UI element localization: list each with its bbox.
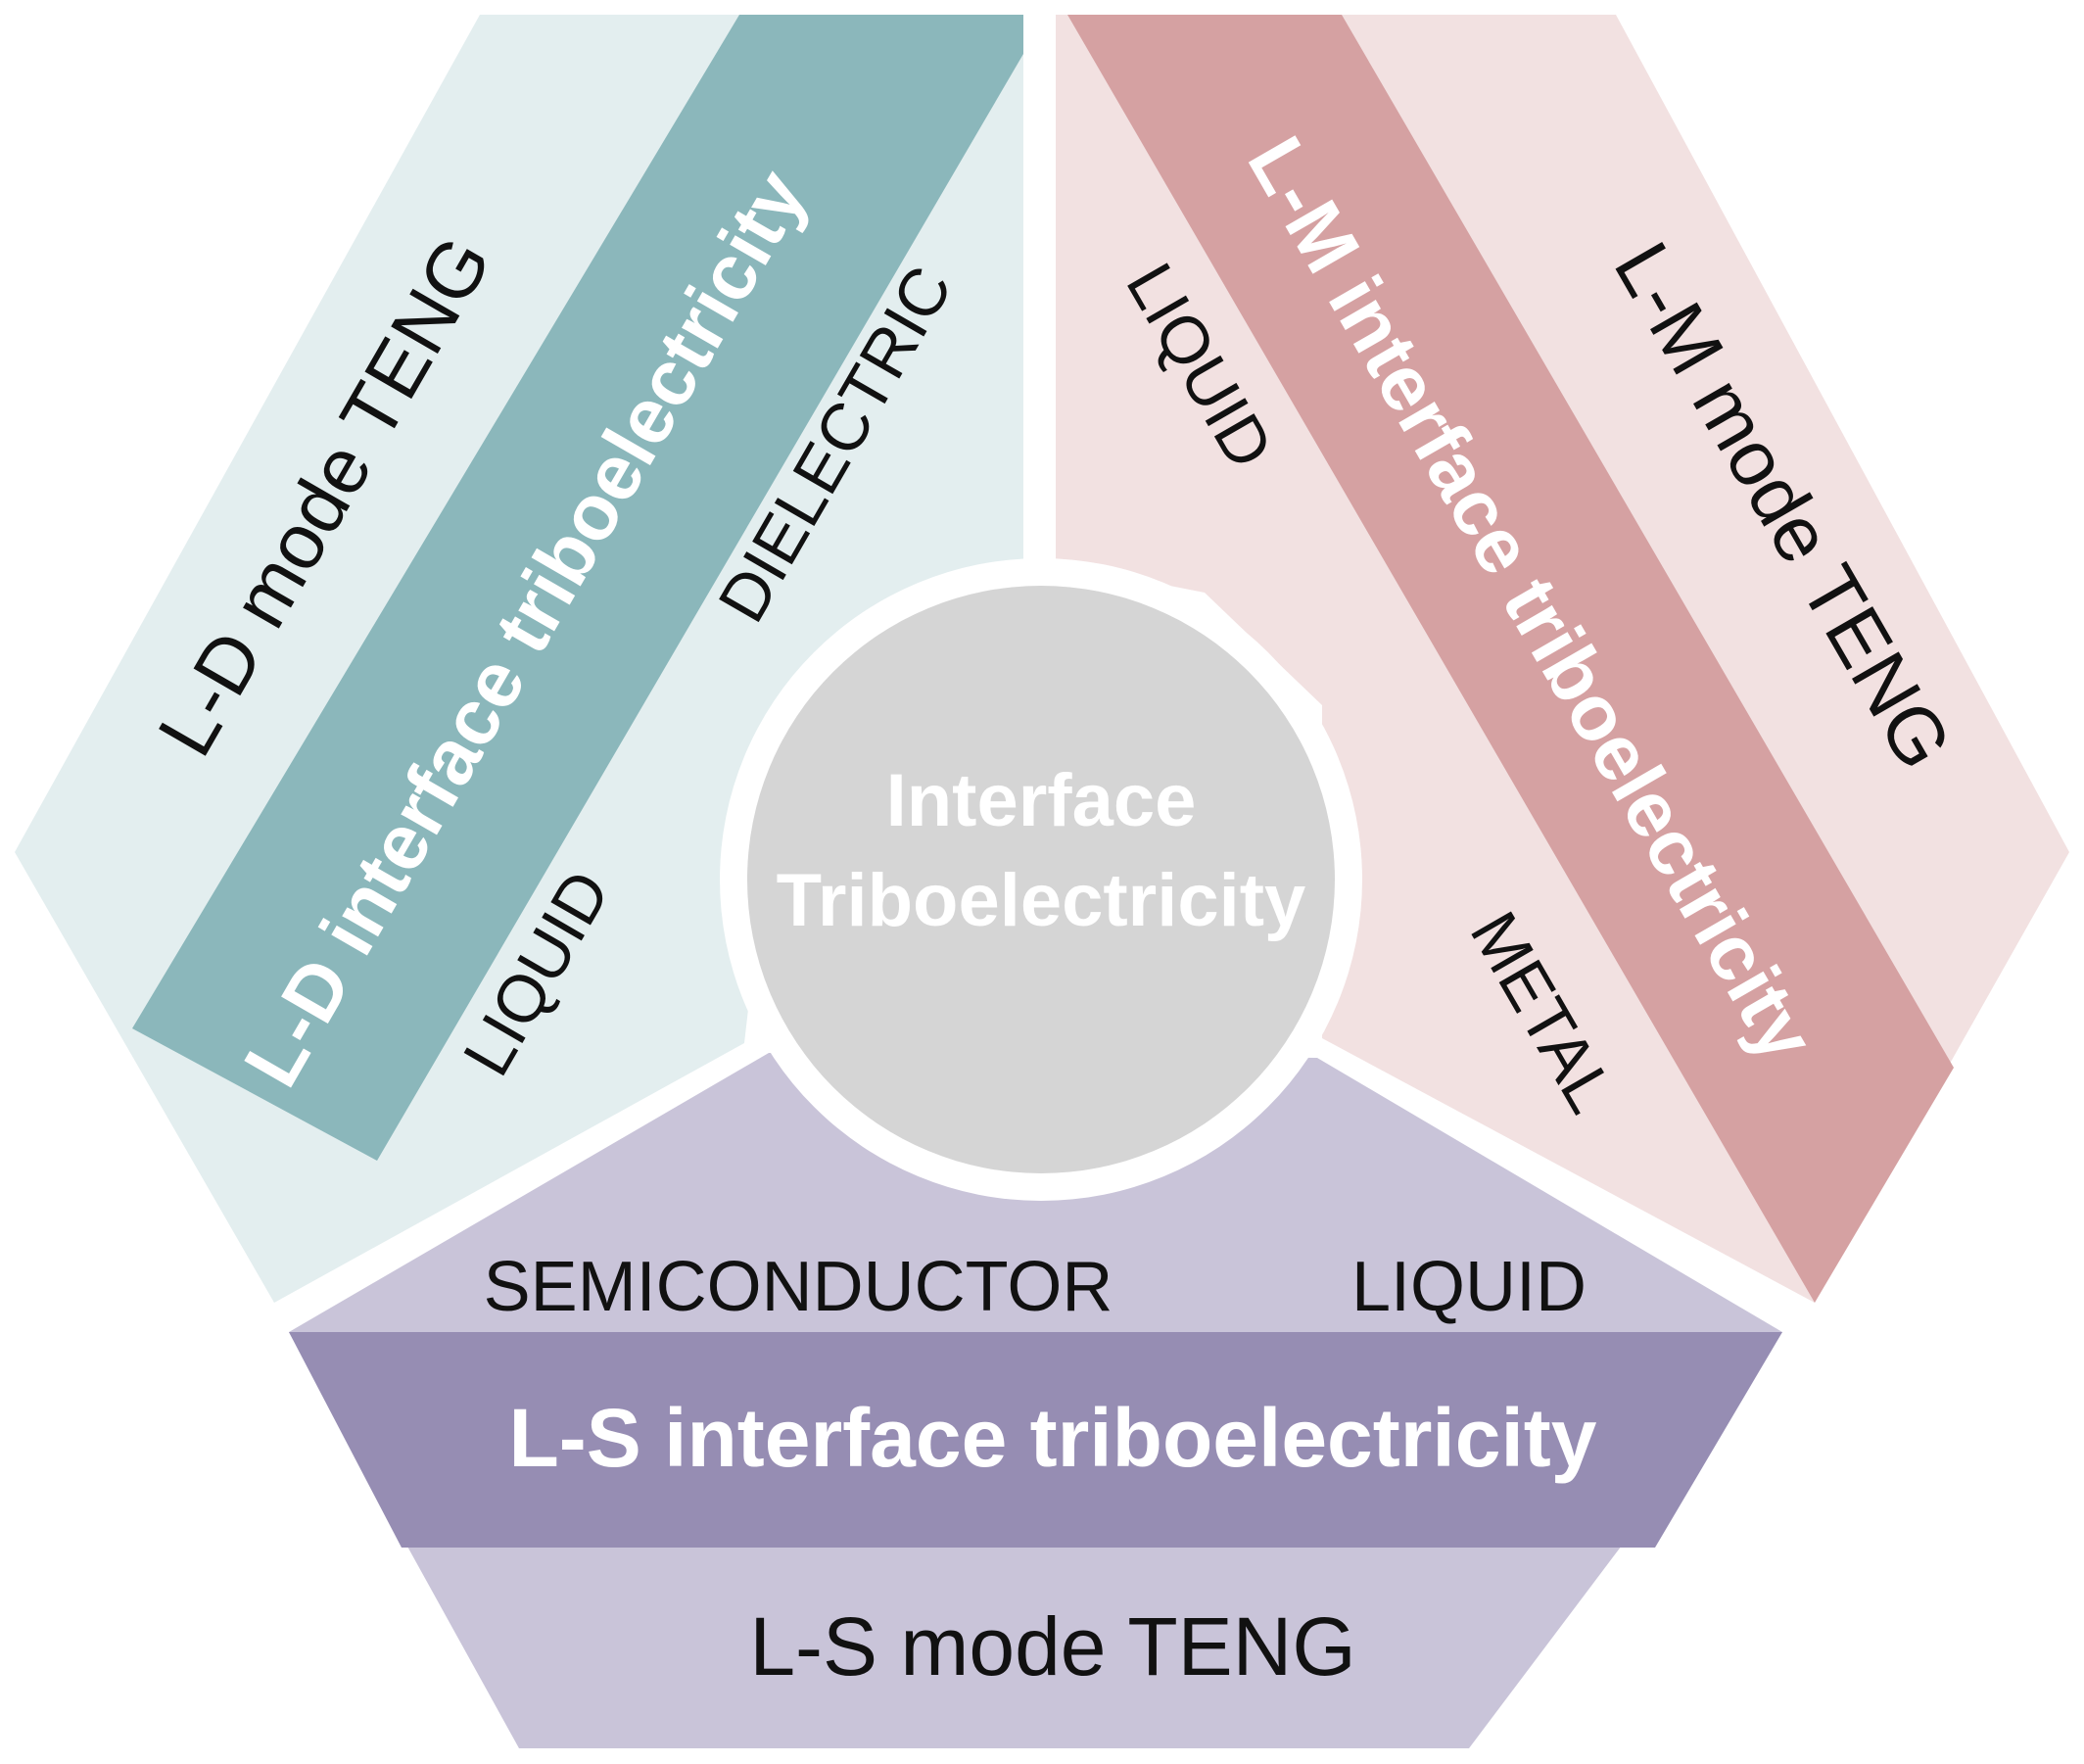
ld-band <box>132 15 1023 1161</box>
lm-band <box>1067 15 1954 1303</box>
ls-mode-label: L-S mode TENG <box>749 1600 1355 1692</box>
center-title-line1: Interface <box>886 759 1197 842</box>
ls-band <box>289 1332 1782 1548</box>
ld-section: L-D mode TENG L-D interface triboelectri… <box>15 15 1023 1303</box>
center-hub: Interface Triboelectricity <box>720 558 1362 1201</box>
ls-semiconductor-label: SEMICONDUCTOR <box>484 1248 1113 1326</box>
ls-section: SEMICONDUCTOR LIQUID L-S interface tribo… <box>289 1053 1782 1748</box>
lm-section: L-M mode TENG L-M interface triboelectri… <box>1056 15 2069 1303</box>
ls-interface-label: L-S interface triboelectricity <box>509 1392 1597 1484</box>
center-title-line2: Triboelectricity <box>777 859 1306 942</box>
ls-liquid-label: LIQUID <box>1351 1248 1587 1326</box>
center-circle <box>747 586 1335 1173</box>
